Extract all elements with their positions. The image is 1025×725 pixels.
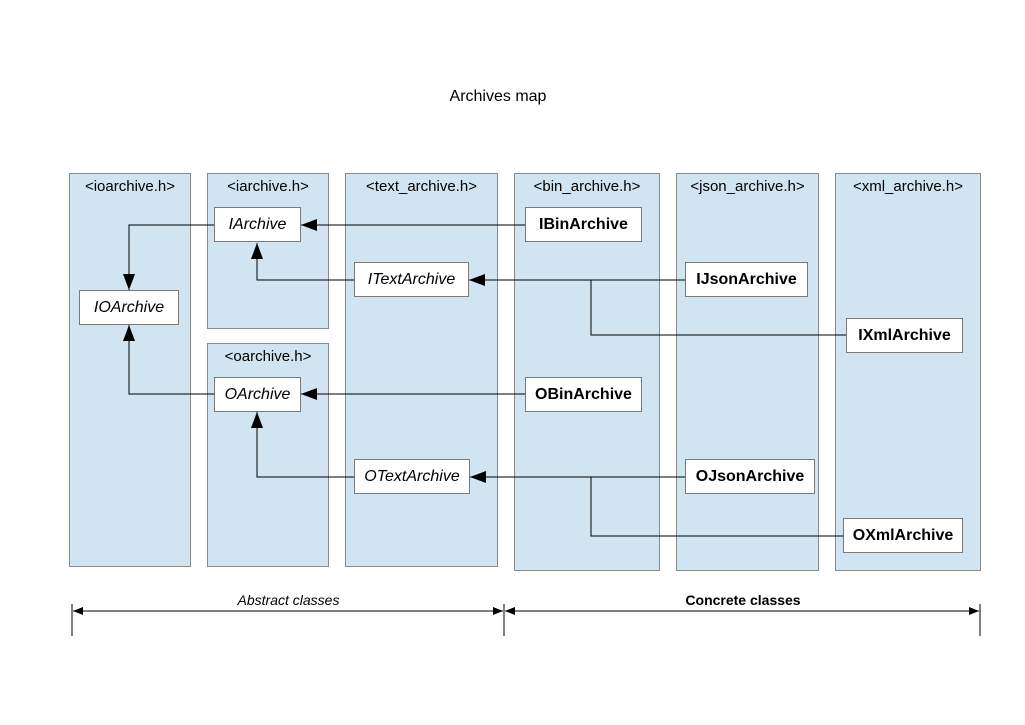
edge-itextarchive-to-iarchive [251, 243, 354, 281]
diagram-title: Archives map [449, 88, 547, 105]
column-label-bin-archive: <bin_archive.h> [533, 178, 641, 195]
edge-iarchive-to-ioarchive [123, 224, 214, 290]
class-ioarchive: IOArchive [79, 290, 179, 325]
abstract-classes-label: Abstract classes [237, 592, 340, 608]
edge-otextarchive-to-oarchive [251, 412, 354, 478]
column-label-ioarchive: <ioarchive.h> [84, 178, 176, 195]
column-label-iarchive: <iarchive.h> [227, 178, 309, 195]
edge-oxmlarchive-to-otextarchive [590, 477, 843, 537]
column-label-xml-archive: <xml_archive.h> [852, 178, 964, 195]
class-otextarchive: OTextArchive [354, 459, 470, 494]
column-text-archive: <text_archive.h> [345, 173, 498, 567]
column-label-oarchive: <oarchive.h> [224, 348, 312, 365]
class-ibinarchive: IBinArchive [525, 207, 642, 242]
column-label-text-archive: <text_archive.h> [366, 178, 477, 195]
class-ixmlarchive: IXmlArchive [846, 318, 963, 353]
class-iarchive: IArchive [214, 207, 301, 242]
column-ioarchive: <ioarchive.h> [69, 173, 191, 567]
class-itextarchive: ITextArchive [354, 262, 469, 297]
class-ijsonarchive: IJsonArchive [685, 262, 808, 297]
class-oxmlarchive: OXmlArchive [843, 518, 963, 553]
column-iarchive: <iarchive.h> [207, 173, 329, 329]
class-oarchive: OArchive [214, 377, 301, 412]
edge-oarchive-to-ioarchive [123, 325, 214, 395]
column-xml-archive: <xml_archive.h> [835, 173, 981, 571]
edge-ixmlarchive-to-itextarchive [590, 280, 846, 336]
column-label-json-archive: <json_archive.h> [690, 178, 805, 195]
class-ojsonarchive: OJsonArchive [685, 459, 815, 494]
concrete-classes-label: Concrete classes [685, 592, 801, 608]
column-json-archive: <json_archive.h> [676, 173, 819, 571]
class-obinarchive: OBinArchive [525, 377, 642, 412]
